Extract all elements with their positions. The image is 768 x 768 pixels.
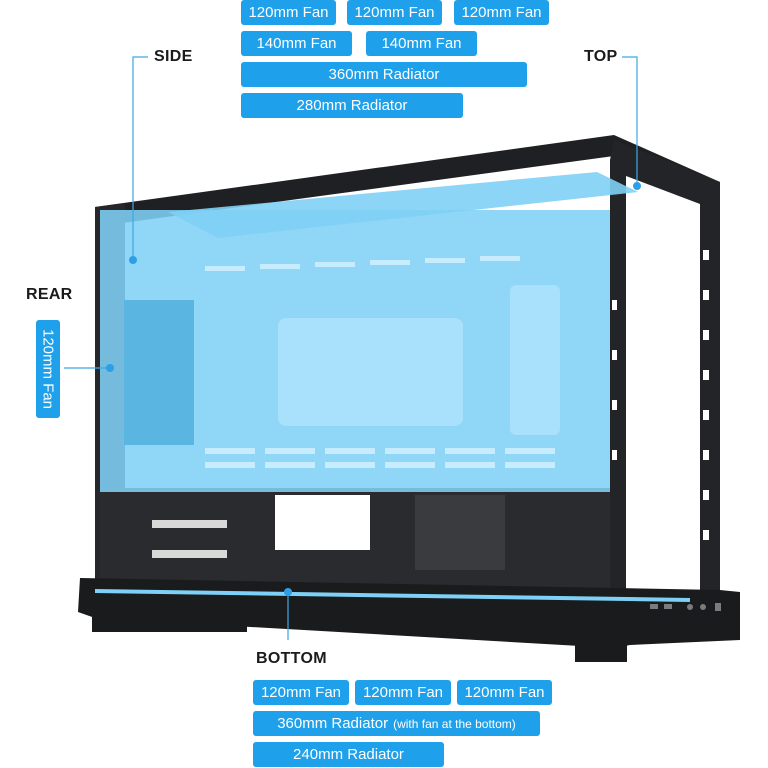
top-fan-120-c: 120mm Fan (454, 0, 549, 25)
rear-fan-120-label: 120mm Fan (39, 328, 57, 410)
bottom-label: BOTTOM (256, 650, 327, 667)
case-bottom-base (78, 578, 740, 648)
bottom-radiator-360-note: (with fan at the bottom) (393, 716, 516, 731)
rear-fan-120: 120mm Fan (36, 320, 60, 418)
top-fan-140-b: 140mm Fan (366, 31, 477, 56)
lower-opening (415, 495, 505, 570)
side-label: SIDE (154, 48, 193, 65)
bottom-radiator-360: 360mm Radiator (with fan at the bottom) (253, 711, 540, 736)
top-radiator-280: 280mm Radiator (241, 93, 463, 118)
bottom-mount-zone (95, 589, 690, 602)
bottom-radiator-360-label: 360mm Radiator (277, 715, 389, 732)
top-fan-120-a: 120mm Fan (241, 0, 336, 25)
callout-dots (106, 182, 641, 596)
expansion-slots (152, 520, 227, 558)
case-right-window (628, 215, 698, 545)
case-top-frame (95, 135, 720, 226)
front-io-ports (650, 603, 721, 611)
callout-lines (64, 56, 638, 640)
side-panel-details (124, 256, 560, 468)
bottom-fan-120-a: 120mm Fan (253, 680, 349, 705)
rear-label: REAR (26, 286, 73, 303)
top-label: TOP (584, 48, 618, 65)
top-radiator-360: 360mm Radiator (241, 62, 527, 87)
bottom-fan-120-c: 120mm Fan (457, 680, 552, 705)
case-foot-left (92, 612, 247, 632)
case-foot-right (575, 630, 627, 662)
bottom-radiator-240: 240mm Radiator (253, 742, 444, 767)
case-right-slots (612, 250, 709, 540)
top-fan-120-b: 120mm Fan (347, 0, 442, 25)
psu-opening (275, 495, 370, 550)
bottom-fan-120-b: 120mm Fan (355, 680, 451, 705)
top-fan-140-a: 140mm Fan (241, 31, 352, 56)
